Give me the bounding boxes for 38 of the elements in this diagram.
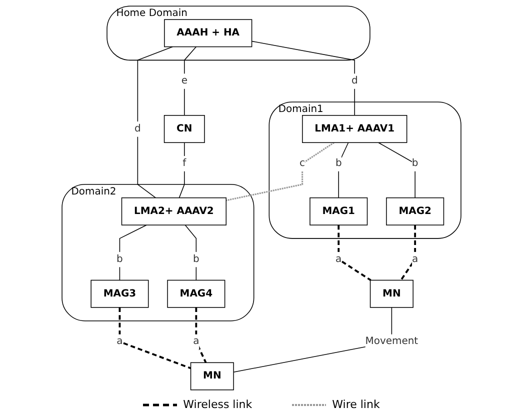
edge-label: a [412,253,418,265]
node-box: MN [370,280,414,308]
edge-label: Movement [365,336,418,348]
connector [400,225,416,281]
edge-label: e [181,75,188,87]
connector [195,307,207,364]
edge-label: b [335,158,342,170]
edge-label: a [116,336,123,348]
connector [378,142,416,198]
connector [184,46,197,116]
edge-label: c [300,158,306,170]
edge-label: b [412,158,418,170]
connector [226,142,334,202]
node-box: CN [164,115,205,143]
edge-label: f [182,158,186,170]
connector [251,40,355,116]
node-box: MAG3 [90,280,149,308]
edge-label: d [351,75,358,87]
connector [118,307,192,370]
connector [338,142,349,198]
node-box: AAAH + HA [164,19,252,48]
edge-label: d [134,123,141,135]
edge-label: a [193,336,200,348]
node-box: MAG2 [386,197,444,226]
connector [338,225,372,282]
edge-label: b [116,253,123,265]
node-box: MN [190,362,234,390]
edge-label: b [192,253,200,265]
legend-text: Wireless link [183,398,252,411]
connector [119,224,148,281]
edge-label: a [336,253,342,265]
node-box: MAG4 [167,280,226,308]
connector [184,224,197,281]
node-box: LMA2+ AAAV2 [121,197,227,226]
node-box: MAG1 [310,197,368,226]
node-box: LMA1+ AAAV1 [302,115,408,143]
connector [137,46,174,198]
legend-text: Wire link [332,398,380,411]
